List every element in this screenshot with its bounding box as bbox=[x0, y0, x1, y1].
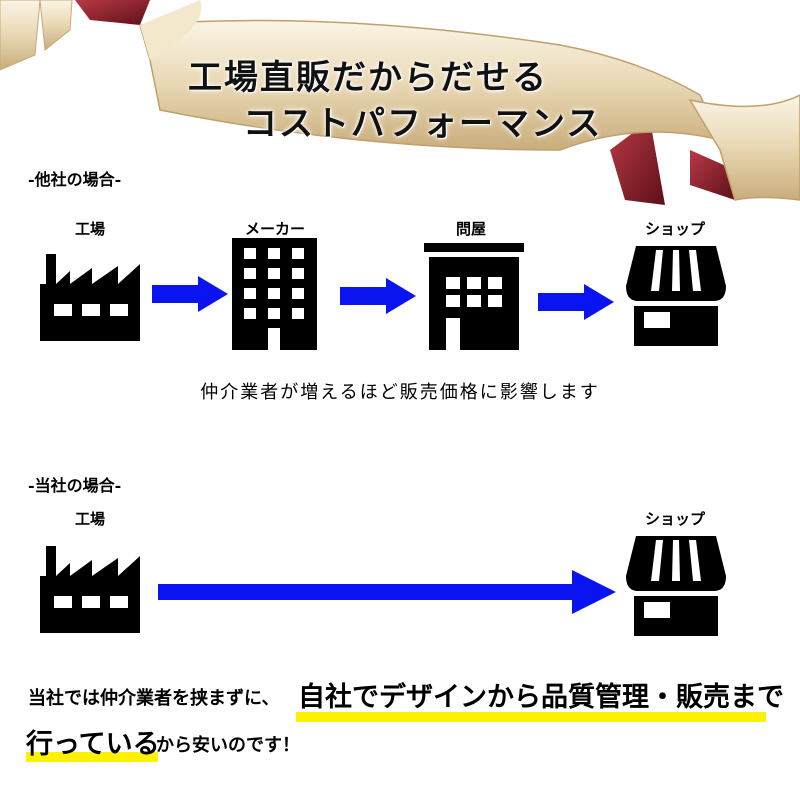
wholesaler-icon bbox=[424, 243, 524, 350]
shop-label: ショップ bbox=[644, 220, 705, 238]
maker-label: メーカー bbox=[244, 220, 305, 238]
shop-icon bbox=[626, 536, 726, 636]
wholesaler-label: 問屋 bbox=[455, 220, 486, 238]
banner-title-line1: 工場直販だからだせる bbox=[188, 58, 548, 98]
factory-icon bbox=[40, 254, 140, 341]
arrow-icon bbox=[538, 284, 614, 320]
factory-icon bbox=[40, 546, 140, 633]
shop-label: ショップ bbox=[644, 510, 705, 528]
long-arrow-icon bbox=[158, 570, 616, 614]
middleman-note: 仲介業者が増えるほど販売価格に影響します bbox=[200, 382, 600, 403]
factory-label: 工場 bbox=[74, 220, 105, 238]
ribbon-banner bbox=[0, 0, 800, 205]
other-company-label: -他社の場合- bbox=[28, 170, 122, 189]
arrow-icon bbox=[340, 278, 416, 314]
shop-icon bbox=[626, 246, 726, 346]
arrow-icon bbox=[152, 276, 228, 312]
factory-label: 工場 bbox=[74, 510, 105, 528]
message-part4: から安いのです！ bbox=[156, 735, 300, 756]
highlight-line1 bbox=[296, 712, 766, 722]
our-company-label: -当社の場合- bbox=[28, 476, 122, 495]
banner-title-line2: コストパフォーマンス bbox=[243, 104, 603, 144]
message-part1: 当社では仲介業者を挟まずに、 bbox=[28, 688, 280, 709]
message-emphasis1: 自社でデザインから品質管理・販売まで bbox=[298, 682, 784, 713]
building-icon bbox=[232, 238, 317, 350]
message-emphasis2: 行っている bbox=[26, 729, 160, 760]
highlight-line2 bbox=[26, 752, 158, 762]
